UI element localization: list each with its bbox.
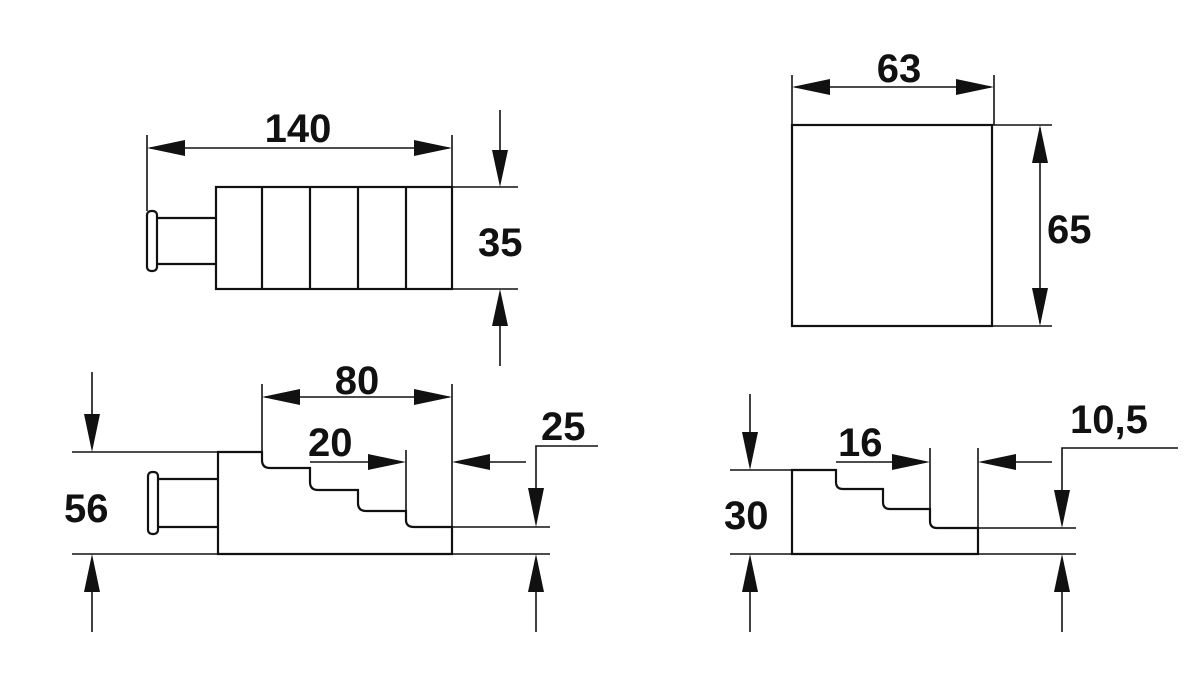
leader-line bbox=[535, 445, 598, 488]
arrowhead bbox=[452, 454, 490, 470]
dimension-label-30: 30 bbox=[724, 494, 769, 538]
stepped-body-outline bbox=[790, 468, 980, 556]
arrowhead bbox=[492, 150, 508, 187]
arrowhead bbox=[792, 79, 830, 95]
arrowhead bbox=[492, 289, 508, 326]
bottom-right-view: 30 16 10,5 bbox=[724, 394, 1178, 632]
dimension-label-16: 16 bbox=[838, 421, 883, 465]
arrowhead bbox=[892, 454, 930, 470]
arrowhead bbox=[84, 554, 100, 592]
arrowhead bbox=[414, 389, 452, 405]
top-right-view: 63 65 bbox=[790, 47, 1092, 328]
arrowhead bbox=[262, 389, 300, 405]
arrowhead bbox=[978, 454, 1016, 470]
arrowhead bbox=[1032, 125, 1048, 163]
dimension-label-20: 20 bbox=[308, 421, 353, 465]
dimension-label-140: 140 bbox=[265, 107, 332, 151]
arrowhead bbox=[742, 432, 758, 470]
knob-cap bbox=[145, 209, 159, 273]
dimension-label-10-5: 10,5 bbox=[1070, 398, 1148, 442]
arrowhead bbox=[414, 140, 452, 156]
dimension-label-65: 65 bbox=[1047, 208, 1092, 252]
arrowhead bbox=[956, 79, 994, 95]
arrowhead bbox=[1054, 490, 1070, 528]
arrowhead bbox=[528, 554, 544, 592]
knob-cap bbox=[146, 470, 160, 536]
dimension-label-80: 80 bbox=[335, 359, 380, 403]
arrowhead bbox=[368, 454, 406, 470]
stepped-body-outline bbox=[216, 450, 454, 556]
dimension-label-56: 56 bbox=[64, 487, 109, 531]
leader-line bbox=[1061, 447, 1178, 490]
dimension-label-35: 35 bbox=[478, 221, 523, 265]
arrowhead bbox=[1032, 288, 1048, 326]
top-left-view: 140 35 bbox=[145, 107, 523, 366]
dimension-label-63: 63 bbox=[877, 47, 922, 91]
arrowhead bbox=[742, 554, 758, 592]
bottom-left-view: 56 80 20 25 bbox=[64, 359, 598, 632]
arrowhead bbox=[528, 488, 544, 527]
dimension-label-25: 25 bbox=[541, 405, 586, 449]
arrowhead bbox=[147, 140, 185, 156]
arrowhead bbox=[84, 414, 100, 452]
body-outline bbox=[214, 185, 454, 291]
square-outline bbox=[790, 123, 994, 328]
arrowhead bbox=[1054, 554, 1070, 592]
